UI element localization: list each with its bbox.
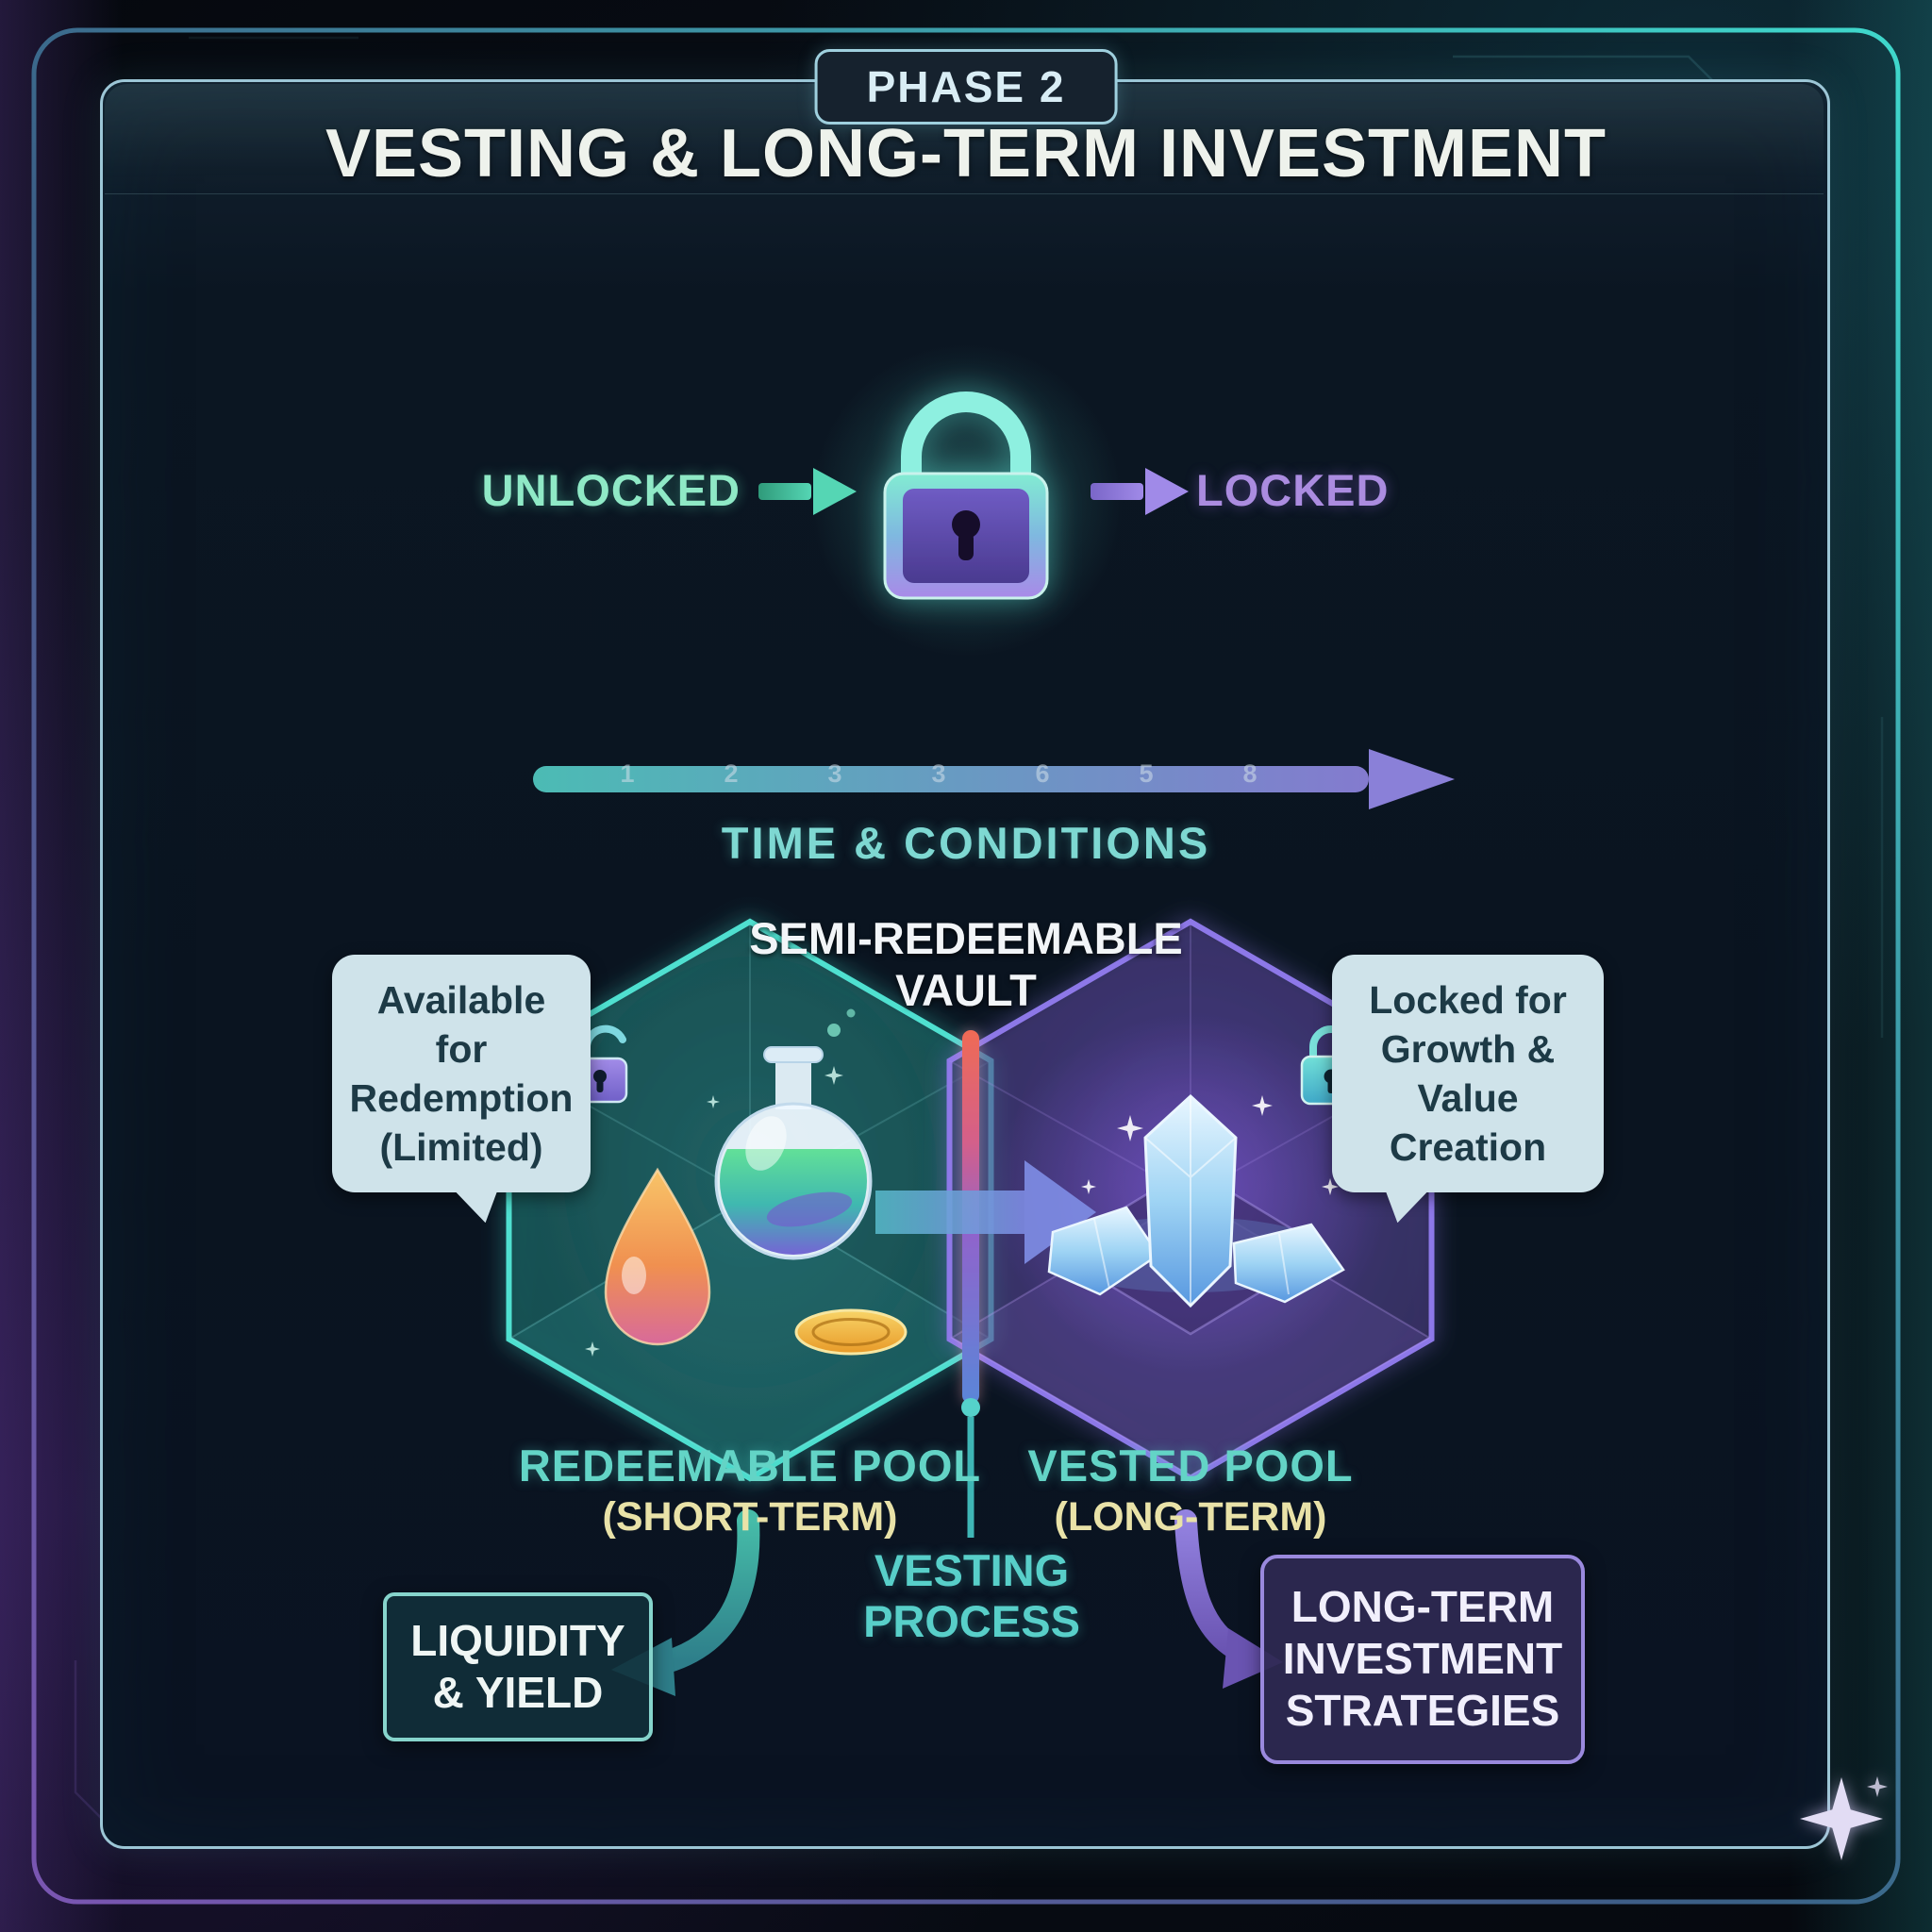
vesting-connector — [961, 1398, 980, 1538]
vault-title: SEMI-REDEEMABLE VAULT — [749, 913, 1183, 1015]
crystal-cluster-icon — [1047, 1093, 1345, 1308]
strategies-arrow — [1174, 1509, 1283, 1689]
page-title: VESTING & LONG-TERM INVESTMENT — [325, 116, 1607, 192]
tick: 6 — [1035, 759, 1050, 788]
timeline-arrow — [533, 749, 1455, 809]
tick: 1 — [620, 759, 635, 788]
growth-callout-text: Locked for Growth & Value Creation — [1369, 978, 1567, 1170]
vested-pool-sublabel: (LONG-TERM) — [1054, 1494, 1327, 1540]
tick: 8 — [1242, 759, 1257, 788]
sparkles-right — [1081, 1095, 1339, 1195]
phase-badge: PHASE 2 — [814, 49, 1118, 125]
lock-arrow-icon — [1091, 468, 1189, 515]
unlocked-label: UNLOCKED — [481, 465, 741, 515]
tick: 3 — [827, 759, 842, 788]
redemption-callout-text: Available for Redemption (Limited) — [349, 978, 574, 1170]
long-term-strategies-box: LONG-TERM INVESTMENT STRATEGIES — [1260, 1555, 1585, 1764]
tick: 5 — [1139, 759, 1154, 788]
droplet-icon — [604, 1167, 711, 1346]
sparkle-icon — [1800, 1776, 1888, 1860]
liquidity-yield-text: LIQUIDITY & YIELD — [410, 1616, 625, 1718]
tick: 3 — [931, 759, 946, 788]
redemption-callout: Available for Redemption (Limited) — [332, 955, 591, 1224]
padlock-icon — [883, 391, 1049, 600]
potion-flask-icon — [714, 1008, 873, 1260]
redeemable-pool-sublabel: (SHORT-TERM) — [602, 1494, 898, 1540]
locked-label: LOCKED — [1196, 465, 1390, 515]
vested-pool-label: VESTED POOL — [1027, 1441, 1354, 1491]
coin-icon — [794, 1308, 908, 1356]
unlock-arrow-icon — [758, 468, 857, 515]
long-term-strategies-text: LONG-TERM INVESTMENT STRATEGIES — [1282, 1582, 1563, 1736]
growth-callout: Locked for Growth & Value Creation — [1332, 955, 1604, 1224]
vesting-process-label: VESTING PROCESS — [863, 1545, 1080, 1647]
redeemable-pool-label: REDEEMABLE POOL — [518, 1441, 982, 1491]
timeline-ticks: 1 2 3 3 6 5 8 — [575, 759, 1302, 797]
tick: 2 — [724, 759, 739, 788]
liquidity-yield-box: LIQUIDITY & YIELD — [383, 1592, 653, 1742]
timeline-label: TIME & CONDITIONS — [721, 818, 1211, 868]
transfer-arrow-icon — [875, 1160, 1096, 1264]
